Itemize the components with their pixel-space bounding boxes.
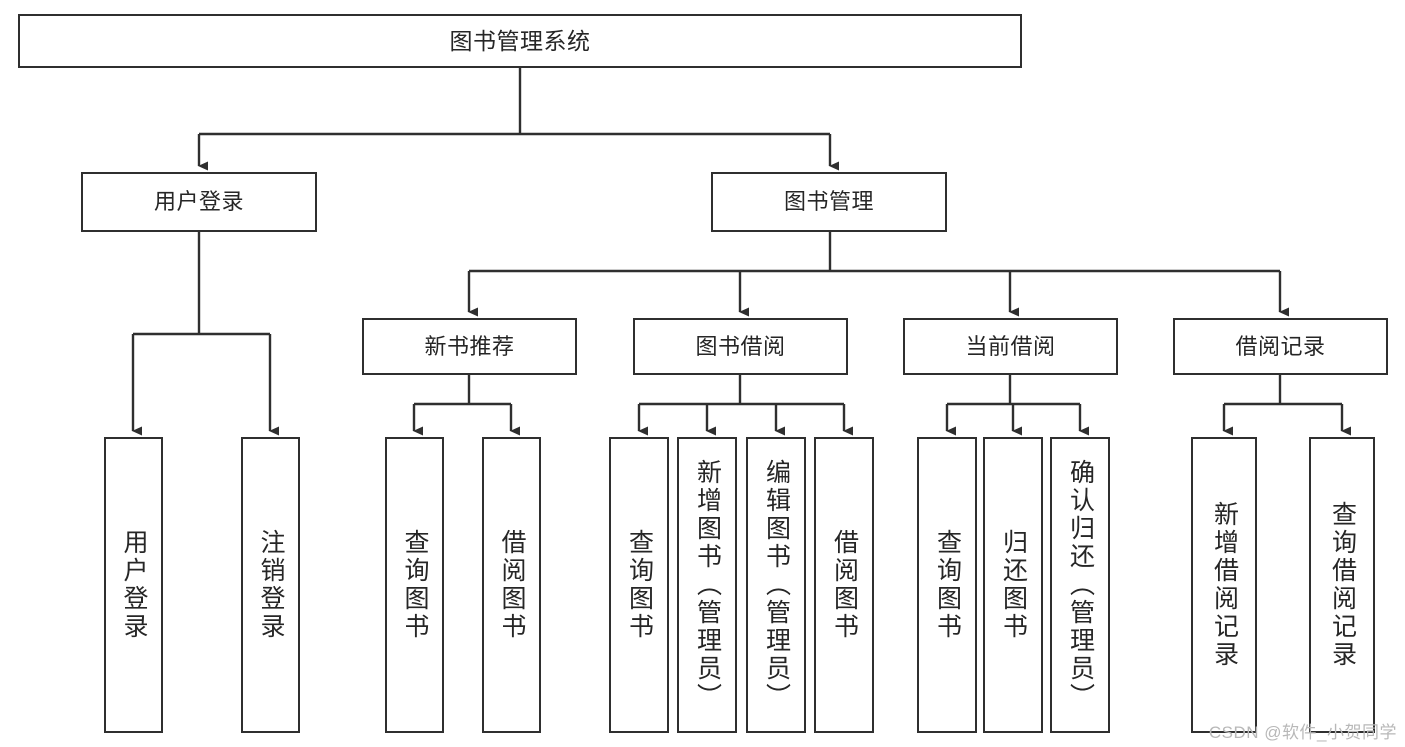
node-leaf-add-record-label: 新增借阅记录 (1210, 501, 1239, 669)
node-leaf-query-book-1[interactable]: 查询图书 (385, 437, 444, 733)
node-leaf-query-book-3[interactable]: 查询图书 (917, 437, 977, 733)
node-leaf-query-book-3-label: 查询图书 (933, 529, 962, 641)
node-current-borrow[interactable]: 当前借阅 (903, 318, 1118, 375)
node-leaf-confirm-return[interactable]: 确认归还（管理员） (1050, 437, 1110, 733)
node-leaf-edit-book-label: 编辑图书（管理员） (762, 459, 791, 711)
node-leaf-query-record[interactable]: 查询借阅记录 (1309, 437, 1375, 733)
node-leaf-borrow-book-2-label: 借阅图书 (830, 529, 859, 641)
node-new-book-rec-label: 新书推荐 (424, 333, 515, 359)
node-leaf-borrow-book-2[interactable]: 借阅图书 (814, 437, 874, 733)
node-leaf-user-login[interactable]: 用户登录 (104, 437, 163, 733)
node-leaf-user-login-label: 用户登录 (120, 529, 148, 641)
node-leaf-confirm-return-label: 确认归还（管理员） (1066, 459, 1095, 711)
node-leaf-add-book-label: 新增图书（管理员） (693, 459, 722, 711)
node-user-login[interactable]: 用户登录 (81, 172, 317, 232)
node-leaf-borrow-book-1-label: 借阅图书 (498, 529, 526, 641)
node-leaf-edit-book[interactable]: 编辑图书（管理员） (746, 437, 806, 733)
node-borrow-record[interactable]: 借阅记录 (1173, 318, 1388, 375)
node-leaf-logout[interactable]: 注销登录 (241, 437, 300, 733)
node-leaf-return-book-label: 归还图书 (999, 529, 1028, 641)
node-current-borrow-label: 当前借阅 (965, 333, 1056, 359)
node-book-borrow-label: 图书借阅 (695, 333, 786, 359)
node-leaf-add-book[interactable]: 新增图书（管理员） (677, 437, 737, 733)
node-book-manage[interactable]: 图书管理 (711, 172, 947, 232)
node-leaf-borrow-book-1[interactable]: 借阅图书 (482, 437, 541, 733)
watermark: CSDN @软件_小贺同学 (1208, 723, 1397, 742)
node-user-login-label: 用户登录 (153, 189, 244, 215)
node-borrow-record-label: 借阅记录 (1235, 333, 1326, 359)
node-leaf-query-book-2[interactable]: 查询图书 (609, 437, 669, 733)
node-root[interactable]: 图书管理系统 (18, 14, 1022, 68)
node-root-label: 图书管理系统 (449, 27, 591, 54)
node-leaf-query-book-2-label: 查询图书 (625, 529, 654, 641)
node-leaf-query-book-1-label: 查询图书 (401, 529, 429, 641)
node-new-book-rec[interactable]: 新书推荐 (362, 318, 577, 375)
node-leaf-return-book[interactable]: 归还图书 (983, 437, 1043, 733)
node-book-borrow[interactable]: 图书借阅 (633, 318, 848, 375)
node-leaf-logout-label: 注销登录 (257, 529, 285, 641)
node-leaf-query-record-label: 查询借阅记录 (1328, 501, 1357, 669)
node-leaf-add-record[interactable]: 新增借阅记录 (1191, 437, 1257, 733)
node-book-manage-label: 图书管理 (783, 189, 874, 215)
